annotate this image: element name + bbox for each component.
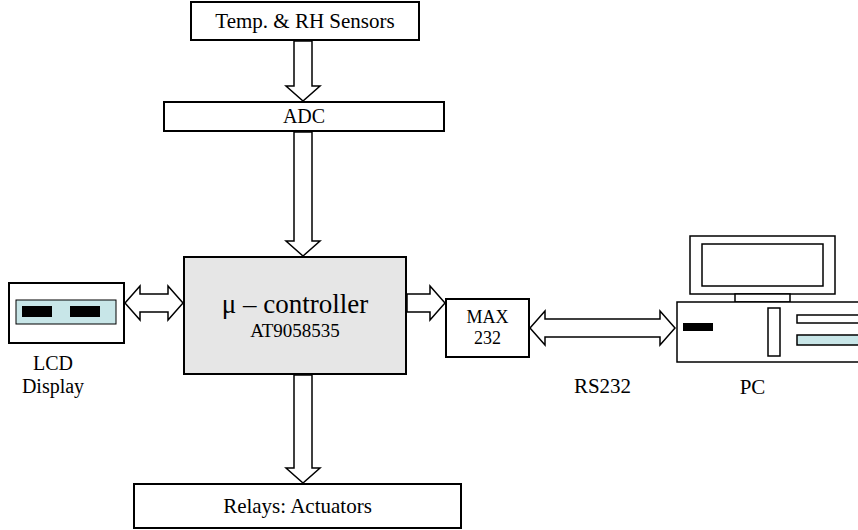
text-group: ADC — [283, 105, 325, 128]
adc-box: ADC — [163, 101, 445, 132]
block-arrow — [407, 286, 445, 320]
lcd-display: LCD Display — [8, 282, 125, 402]
relay-box: Relays: Actuators — [133, 483, 462, 529]
max232-chip: MAX 232 — [445, 298, 530, 358]
icon-label: PC — [715, 375, 790, 399]
text-group: Temp. & RH Sensors — [215, 9, 394, 33]
block-arrow — [530, 311, 675, 345]
box-label: ADC — [283, 105, 325, 128]
pc-computer: PC — [675, 235, 858, 405]
edge-label: RS232 — [571, 374, 634, 398]
sensor-box: Temp. & RH Sensors — [190, 1, 420, 41]
box-label: Temp. & RH Sensors — [215, 9, 394, 33]
text-group: MAX 232 — [463, 307, 513, 348]
microcontroller-box: μ – controllerAT9058535 — [183, 256, 407, 375]
box-sublabel: AT9058535 — [250, 320, 340, 342]
box-label: Relays: Actuators — [223, 494, 372, 518]
icon-label: LCD Display — [8, 352, 98, 398]
block-arrow — [286, 375, 320, 483]
lcd-icon — [8, 282, 125, 344]
box-label: μ – controller — [222, 289, 368, 320]
block-arrow — [286, 41, 320, 101]
text-group: Relays: Actuators — [223, 494, 372, 518]
block-arrow — [125, 286, 183, 320]
text-group: μ – controllerAT9058535 — [222, 289, 368, 342]
pc-icon — [675, 235, 858, 365]
box-label: MAX 232 — [463, 307, 513, 348]
block-arrow — [286, 132, 320, 256]
